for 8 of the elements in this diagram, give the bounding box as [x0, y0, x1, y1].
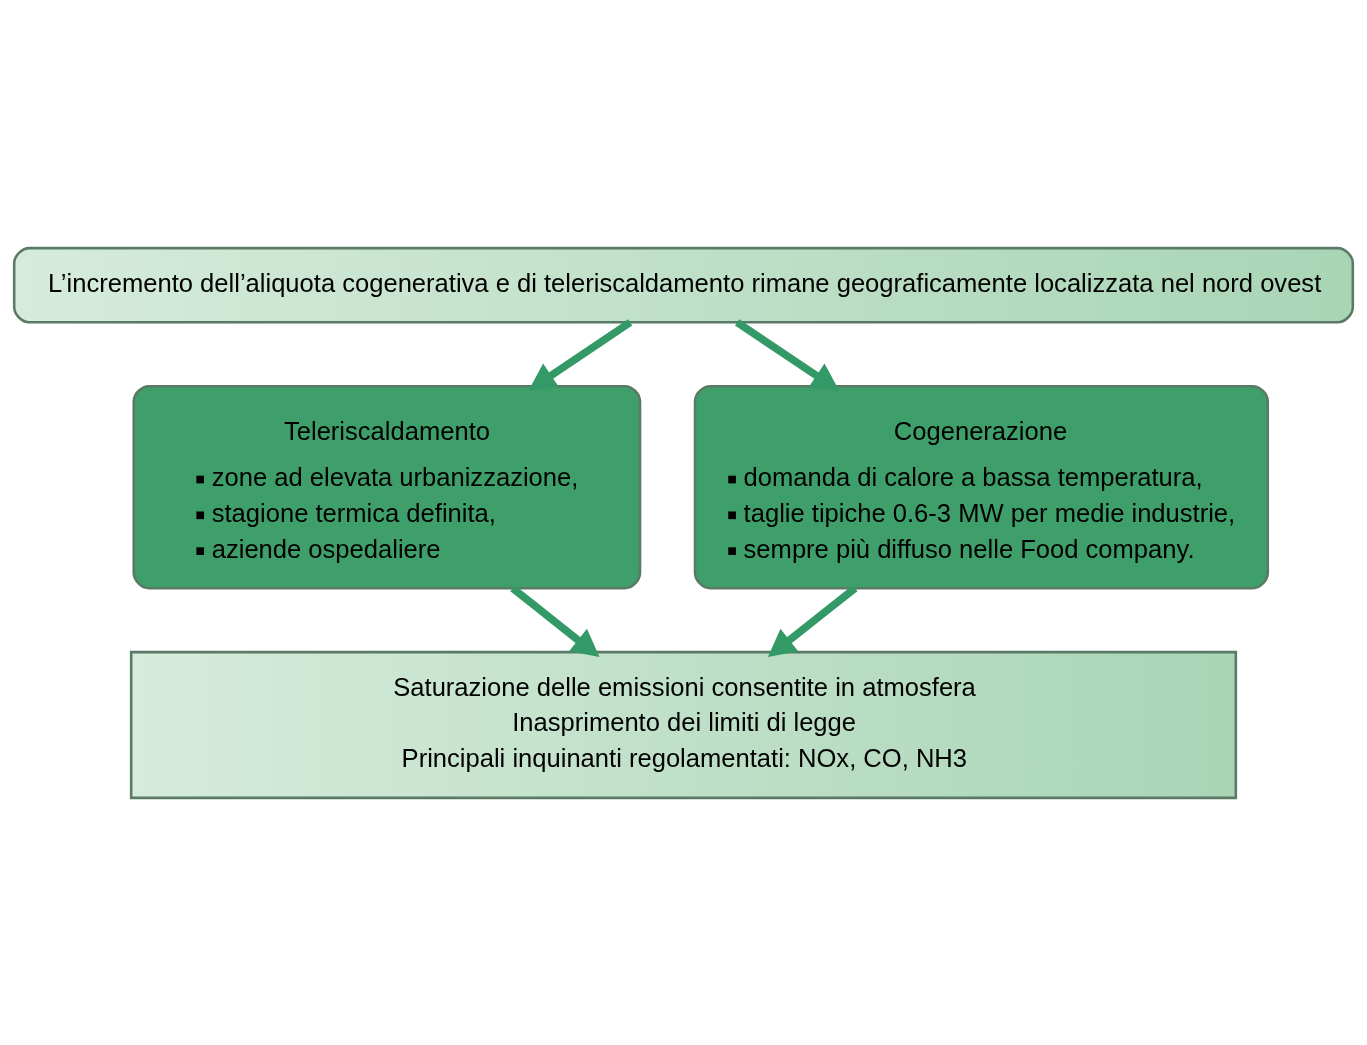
node-box: Teleriscaldamento zone ad elevata urbanizzazione, stagione termica definita, aziende ospedaliere — [132, 384, 642, 589]
node-box: L’incremento dell’aliquota cogenerativa e di teleriscaldamento rimane geograficamente localizzata nel nord ovest — [12, 246, 1355, 324]
arrow — [528, 318, 633, 391]
node-box: Saturazione delle emissioni consentite in atmosfera Inasprimento dei limiti di legge Principali inquinanti regolamentati: NOx, CO, NH3 — [129, 650, 1238, 799]
arrow — [767, 584, 858, 657]
arrow — [510, 584, 600, 657]
node-box: Cogenerazione domanda di calore a bassa temperatura, taglie tipiche 0.6-3 MW per medie industrie, sempre più diffuso nelle Food company. — [693, 384, 1270, 589]
arrow — [734, 318, 840, 391]
